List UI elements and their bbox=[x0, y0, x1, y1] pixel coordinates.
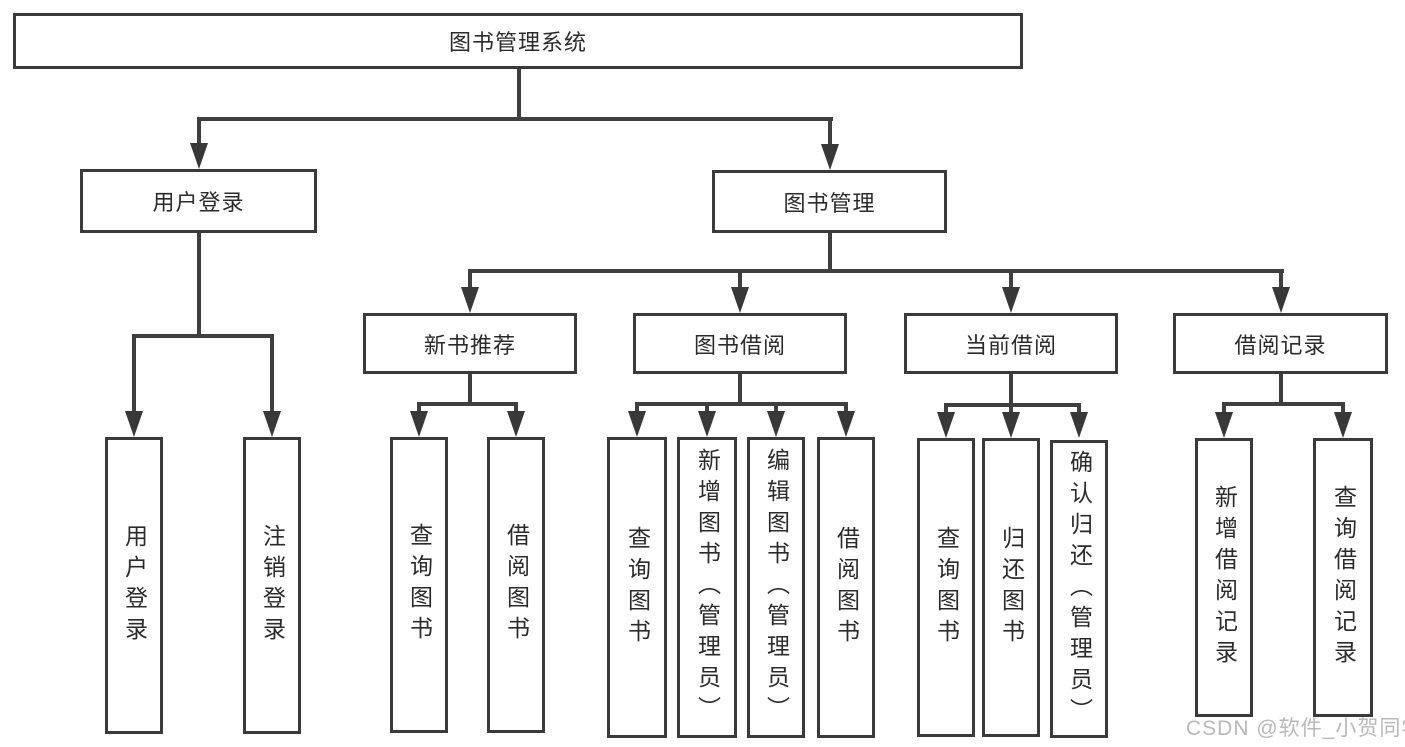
connector-stem bbox=[944, 405, 948, 415]
arrow-down-icon bbox=[937, 412, 955, 438]
connector-stem bbox=[514, 404, 518, 414]
node-query-books-1: 查询图书 bbox=[390, 437, 448, 733]
arrow-down-icon bbox=[1334, 412, 1352, 438]
arrow-down-icon bbox=[628, 411, 646, 437]
connector-hline bbox=[1222, 402, 1345, 406]
node-borrow-books-1: 借阅图书 bbox=[487, 437, 545, 733]
connector-hline bbox=[197, 117, 833, 121]
arrow-down-icon bbox=[1272, 287, 1290, 313]
node-book-management: 图书管理 bbox=[712, 170, 947, 233]
connector-hline bbox=[132, 334, 274, 338]
watermark-text: CSDN @软件_小贺同学 bbox=[1186, 717, 1405, 740]
connector-vline bbox=[1279, 374, 1283, 406]
node-user-login-leaf: 用户登录 bbox=[105, 437, 163, 734]
arrow-down-icon bbox=[461, 287, 479, 313]
arrow-down-icon bbox=[125, 411, 143, 437]
connector-stem bbox=[1341, 404, 1345, 415]
connector-hline bbox=[468, 269, 1284, 273]
arrow-down-icon bbox=[821, 144, 839, 170]
connector-vline bbox=[197, 233, 201, 338]
node-edit-book-admin: 编辑图书（管理员） bbox=[747, 437, 805, 738]
arrow-down-icon bbox=[767, 411, 785, 437]
arrow-down-icon bbox=[837, 411, 855, 437]
arrow-down-icon bbox=[190, 143, 208, 169]
node-confirm-return-admin: 确认归还（管理员） bbox=[1050, 440, 1108, 738]
connector-vline bbox=[738, 374, 742, 406]
arrow-down-icon bbox=[507, 411, 525, 437]
arrow-down-icon bbox=[410, 411, 428, 437]
arrow-down-icon bbox=[1215, 412, 1233, 438]
node-query-books-3: 查询图书 bbox=[917, 438, 975, 737]
node-return-book: 归还图书 bbox=[982, 438, 1040, 737]
connector-hline bbox=[635, 402, 848, 406]
connector-hline bbox=[417, 402, 518, 406]
connector-stem bbox=[844, 404, 848, 414]
connector-stem bbox=[635, 404, 639, 414]
connector-stem bbox=[705, 404, 709, 414]
node-query-borrow-record: 查询借阅记录 bbox=[1313, 438, 1373, 717]
node-add-borrow-record: 新增借阅记录 bbox=[1195, 438, 1253, 717]
connector-stem bbox=[468, 271, 472, 289]
node-borrow-books-2: 借阅图书 bbox=[817, 437, 875, 738]
node-current-borrowing: 当前借阅 bbox=[904, 313, 1118, 374]
arrow-down-icon bbox=[1070, 412, 1088, 438]
connector-stem bbox=[1077, 405, 1081, 415]
connector-stem bbox=[774, 404, 778, 414]
arrow-down-icon bbox=[263, 411, 281, 437]
connector-vline bbox=[468, 374, 472, 406]
node-user-login: 用户登录 bbox=[80, 169, 317, 233]
connector-stem bbox=[1279, 271, 1283, 289]
connector-vline bbox=[828, 233, 832, 273]
connector-stem bbox=[417, 404, 421, 414]
connector-stem bbox=[828, 119, 832, 147]
arrow-down-icon bbox=[1002, 287, 1020, 313]
connector-stem bbox=[1009, 405, 1013, 415]
connector-stem bbox=[132, 336, 136, 413]
node-book-borrowing: 图书借阅 bbox=[633, 313, 847, 374]
connector-vline bbox=[1009, 374, 1013, 407]
connector-stem bbox=[270, 336, 274, 413]
arrow-down-icon bbox=[698, 411, 716, 437]
connector-stem bbox=[197, 119, 201, 147]
node-borrowing-records: 借阅记录 bbox=[1173, 313, 1388, 374]
node-library-system: 图书管理系统 bbox=[13, 13, 1023, 69]
connector-stem bbox=[1009, 271, 1013, 289]
node-add-book-admin: 新增图书（管理员） bbox=[677, 437, 737, 738]
connector-stem bbox=[738, 271, 742, 289]
arrow-down-icon bbox=[1002, 412, 1020, 438]
node-new-book-recommend: 新书推荐 bbox=[363, 313, 577, 374]
connector-stem bbox=[1222, 404, 1226, 415]
node-query-books-2: 查询图书 bbox=[607, 437, 667, 738]
arrow-down-icon bbox=[731, 287, 749, 313]
connector-vline bbox=[517, 68, 521, 120]
node-logout: 注销登录 bbox=[243, 437, 301, 734]
